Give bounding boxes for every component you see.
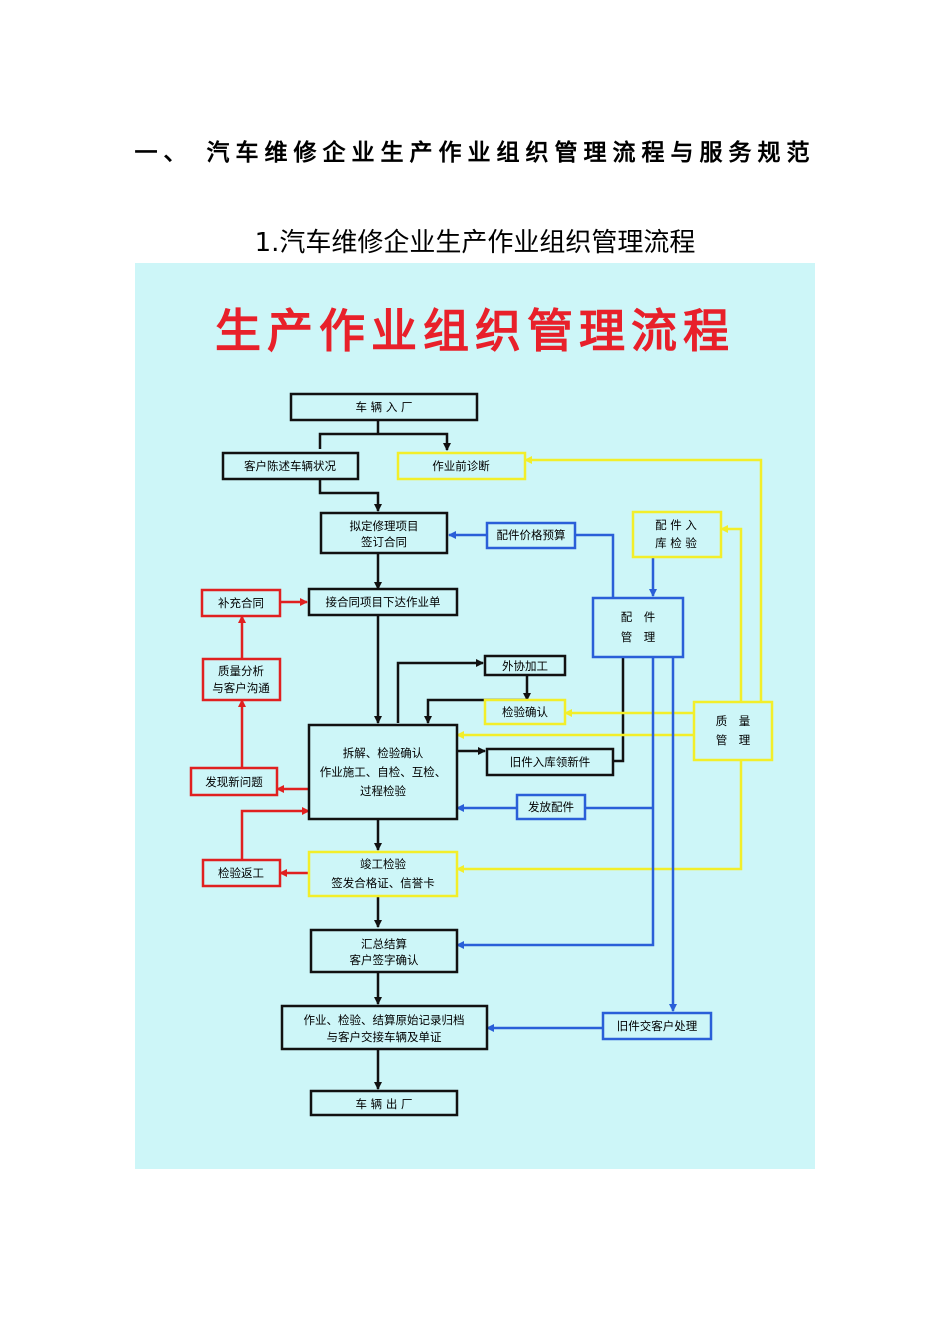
svg-text:外协加工: 外协加工 bbox=[502, 659, 548, 673]
node-supplement-contract: 补充合同 bbox=[200, 588, 282, 618]
node-work-order: 接合同项目下达作业单 bbox=[307, 587, 459, 617]
svg-text:竣工检验: 竣工检验 bbox=[360, 857, 406, 871]
svg-text:过程检验: 过程检验 bbox=[360, 784, 406, 798]
node-parts-manage: 配 件 管 理 bbox=[591, 596, 685, 659]
node-outsourcing: 外协加工 bbox=[483, 654, 567, 677]
link-quality-to-completion bbox=[456, 760, 743, 873]
flowchart-svg: 生产作业组织管理流程 bbox=[135, 263, 815, 1169]
svg-text:车 辆 出 厂: 车 辆 出 厂 bbox=[356, 1097, 413, 1111]
svg-text:库 检 验: 库 检 验 bbox=[655, 536, 697, 550]
svg-text:管 理: 管 理 bbox=[621, 630, 656, 644]
node-old-parts-inbound: 旧件入库领新件 bbox=[485, 747, 615, 777]
svg-text:检验返工: 检验返工 bbox=[218, 866, 264, 880]
svg-text:签发合格证、信誉卡: 签发合格证、信誉卡 bbox=[331, 876, 435, 890]
node-customer-describe: 客户陈述车辆状况 bbox=[221, 451, 360, 481]
svg-text:客户陈述车辆状况: 客户陈述车辆状况 bbox=[244, 459, 336, 473]
svg-text:旧件交客户处理: 旧件交客户处理 bbox=[617, 1019, 698, 1033]
red-connectors bbox=[238, 598, 310, 877]
svg-text:作业、检验、结算原始记录归档: 作业、检验、结算原始记录归档 bbox=[304, 1013, 465, 1027]
link-rework-to-disassembly bbox=[240, 807, 310, 860]
link-quality-to-prediagnosis bbox=[524, 456, 763, 702]
yellow-connectors bbox=[456, 456, 763, 873]
node-quality-manage: 质 量 管 理 bbox=[692, 700, 774, 762]
svg-text:拟定修理项目: 拟定修理项目 bbox=[350, 519, 419, 533]
svg-text:车 辆 入 厂: 车 辆 入 厂 bbox=[356, 400, 413, 414]
svg-text:拆解、检验确认: 拆解、检验确认 bbox=[343, 746, 424, 760]
section-heading: 一、 汽车维修企业生产作业组织管理流程与服务规范 bbox=[134, 139, 816, 166]
svg-text:作业施工、自检、互检、: 作业施工、自检、互检、 bbox=[320, 765, 447, 779]
link-to-parts-manage bbox=[613, 629, 627, 763]
svg-text:与客户交接车辆及单证: 与客户交接车辆及单证 bbox=[327, 1030, 442, 1044]
node-pre-diagnosis: 作业前诊断 bbox=[396, 451, 527, 481]
svg-text:旧件入库领新件: 旧件入库领新件 bbox=[510, 755, 591, 769]
node-settlement: 汇总结算 客户签字确认 bbox=[309, 928, 459, 974]
node-parts-price: 配件价格预算 bbox=[485, 521, 577, 550]
svg-text:配 件: 配 件 bbox=[621, 610, 656, 624]
svg-text:发放配件: 发放配件 bbox=[528, 800, 574, 814]
node-rework: 检验返工 bbox=[201, 858, 282, 888]
node-old-parts-customer: 旧件交客户处理 bbox=[601, 1011, 713, 1041]
svg-text:发现新问题: 发现新问题 bbox=[205, 775, 263, 789]
svg-text:补充合同: 补充合同 bbox=[218, 596, 264, 610]
diagram-title: 生产作业组织管理流程 bbox=[215, 304, 735, 358]
node-inspection-confirm: 检验确认 bbox=[483, 698, 567, 726]
svg-text:配 件 入: 配 件 入 bbox=[655, 518, 697, 532]
svg-text:作业前诊断: 作业前诊断 bbox=[432, 459, 490, 473]
link-parts-manage-to-settlement bbox=[456, 657, 655, 949]
node-issue-parts: 发放配件 bbox=[515, 793, 587, 821]
svg-text:汇总结算: 汇总结算 bbox=[361, 937, 407, 951]
svg-text:与客户沟通: 与客户沟通 bbox=[212, 681, 270, 695]
svg-text:接合同项目下达作业单: 接合同项目下达作业单 bbox=[326, 595, 441, 609]
node-new-problem: 发现新问题 bbox=[189, 766, 279, 797]
node-parts-inbound: 配 件 入 库 检 验 bbox=[631, 510, 723, 559]
link-split-diagnosis bbox=[318, 432, 451, 451]
svg-text:质 量: 质 量 bbox=[716, 714, 751, 728]
svg-text:质量分析: 质量分析 bbox=[218, 664, 264, 678]
svg-text:签订合同: 签订合同 bbox=[361, 535, 407, 549]
node-vehicle-out: 车 辆 出 厂 bbox=[309, 1089, 459, 1117]
node-quality-analysis: 质量分析 与客户沟通 bbox=[201, 657, 282, 702]
link-merge-to-contract bbox=[318, 479, 382, 512]
node-completion: 竣工检验 签发合格证、信誉卡 bbox=[307, 850, 459, 898]
link-quality-to-inbound bbox=[720, 525, 743, 702]
svg-text:检验确认: 检验确认 bbox=[502, 705, 548, 719]
node-vehicle-in: 车 辆 入 厂 bbox=[289, 392, 479, 422]
node-archive: 作业、检验、结算原始记录归档 与客户交接车辆及单证 bbox=[280, 1004, 489, 1051]
svg-text:客户签字确认: 客户签字确认 bbox=[350, 953, 419, 967]
sub-heading: 1.汽车维修企业生产作业组织管理流程 bbox=[254, 228, 696, 258]
flowchart: 生产作业组织管理流程 bbox=[135, 263, 815, 1169]
node-disassembly: 拆解、检验确认 作业施工、自检、互检、 过程检验 bbox=[307, 723, 459, 821]
svg-text:管 理: 管 理 bbox=[716, 733, 751, 747]
node-draft-contract: 拟定修理项目 签订合同 bbox=[319, 511, 449, 555]
svg-text:配件价格预算: 配件价格预算 bbox=[497, 528, 566, 542]
link-to-outsourcing bbox=[396, 659, 484, 723]
